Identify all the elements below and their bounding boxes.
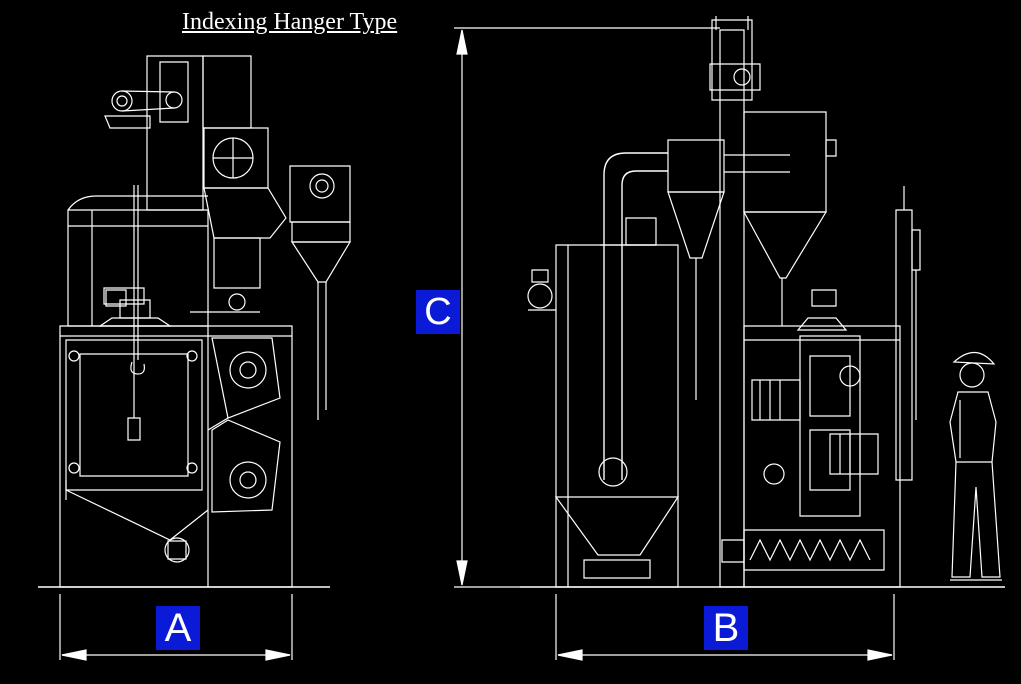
motor-icon: [752, 380, 800, 420]
cyclone: [668, 140, 724, 192]
diagram-title: Indexing Hanger Type: [182, 9, 398, 35]
blast-chamber: [744, 326, 900, 587]
dimension-a-line: [60, 594, 292, 660]
dimension-b-label: B: [704, 606, 748, 650]
dimension-c-line: [454, 28, 720, 587]
dimension-a-label: A: [156, 606, 200, 650]
front-cabinet: [60, 326, 292, 587]
door-bolt-icon: [69, 351, 79, 361]
central-column: [720, 30, 744, 587]
pulley-icon: [166, 92, 182, 108]
dimension-c-label: C: [416, 290, 460, 334]
fan-icon: [528, 284, 552, 308]
conveyor-drive-icon: [165, 538, 189, 562]
front-tower: [147, 56, 203, 210]
dust-collector: [556, 245, 678, 587]
operator-figure: [950, 352, 1002, 580]
front-view: [38, 56, 350, 587]
dimension-b-line: [556, 594, 894, 660]
side-view: [520, 16, 1005, 587]
